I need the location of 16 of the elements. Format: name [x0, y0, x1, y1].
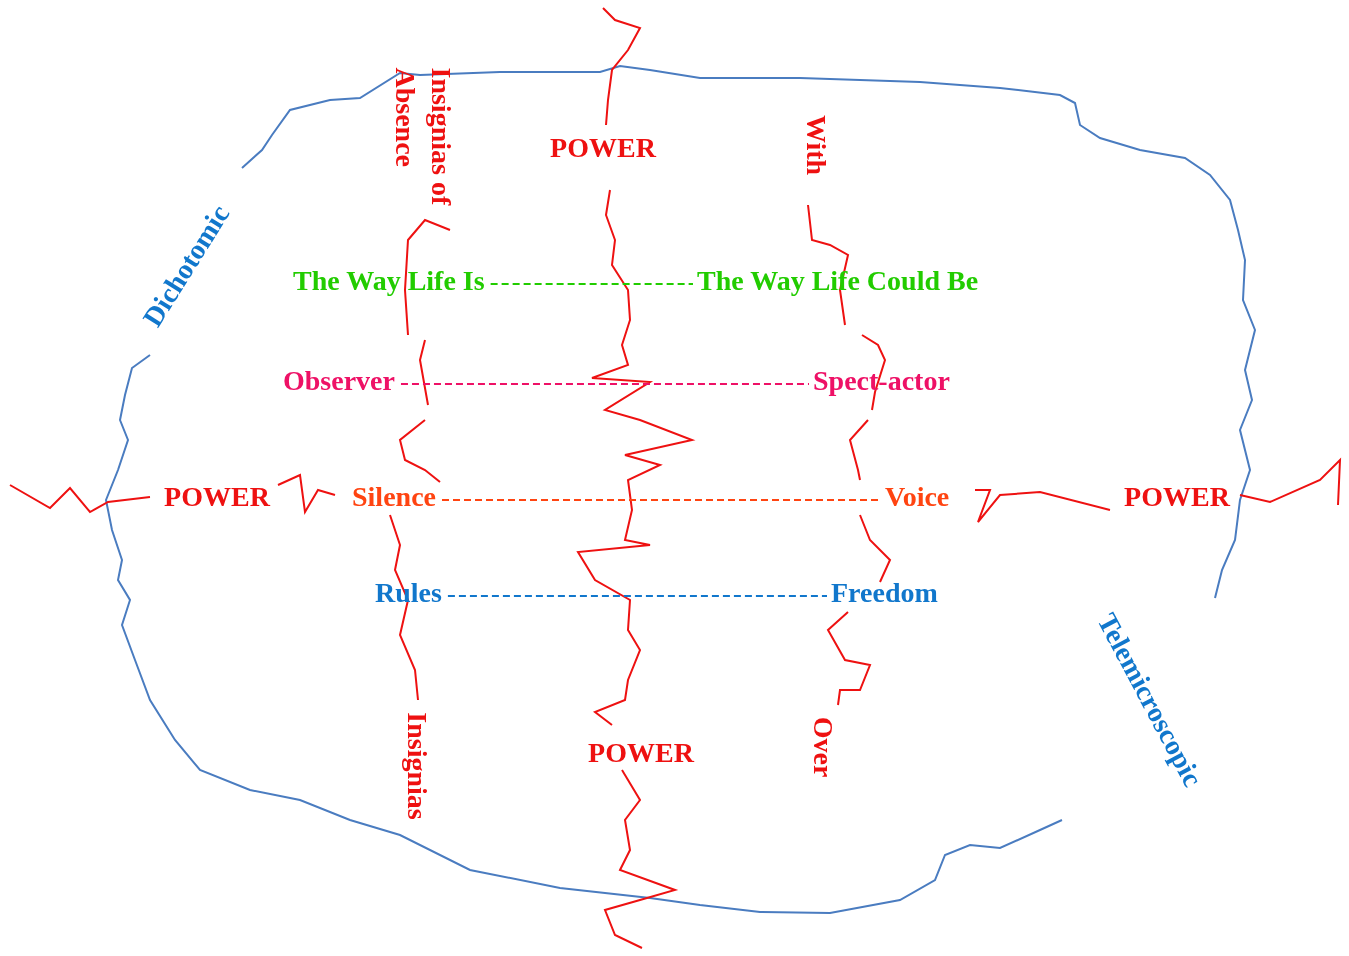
dashed-connector: [489, 283, 694, 285]
text-label: With: [801, 114, 831, 176]
concept-label: The Way Life Is: [293, 266, 485, 296]
text-label: Insignias of Absence: [388, 67, 457, 208]
dashed-connector: [446, 595, 828, 597]
text-label: Over: [808, 716, 838, 778]
concept-label: Freedom: [831, 578, 938, 608]
text-label: POWER: [588, 738, 694, 768]
dashed-connector: [399, 383, 810, 385]
text-label: POWER: [164, 482, 270, 512]
concept-label: Silence: [352, 482, 436, 512]
concept-label: Observer: [283, 366, 395, 396]
text-label: POWER: [1124, 482, 1230, 512]
text-label: POWER: [550, 133, 656, 163]
concept-label: Voice: [885, 482, 950, 512]
text-label: Insignias: [402, 712, 432, 820]
